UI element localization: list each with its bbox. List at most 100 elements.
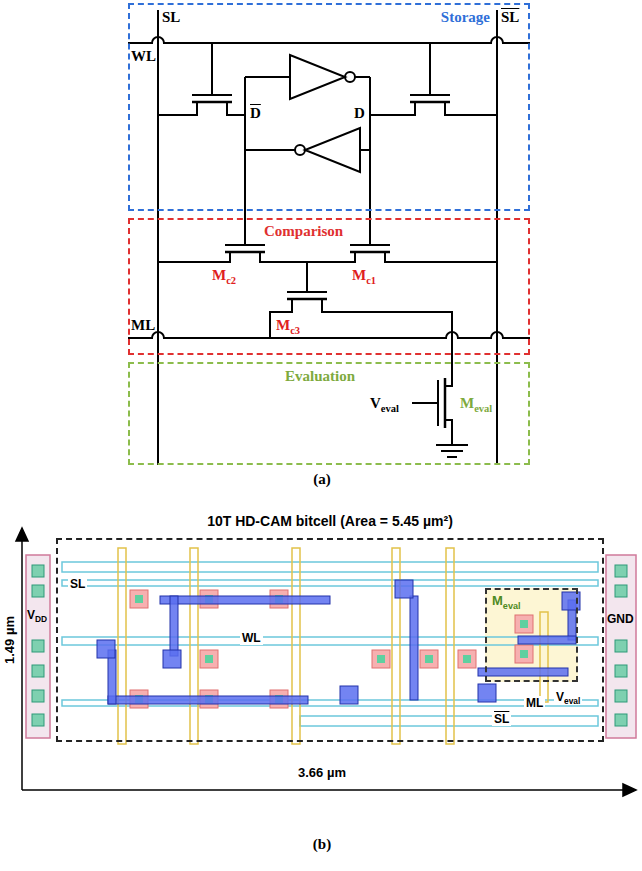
metal-path xyxy=(478,684,496,702)
diffusion-contact xyxy=(130,590,148,608)
metal-path xyxy=(108,696,308,704)
diffusion-contact xyxy=(205,655,213,663)
metal-path xyxy=(160,596,330,604)
metal-line xyxy=(62,562,598,726)
power-rail xyxy=(32,690,44,702)
storage-region: Storage xyxy=(128,3,530,211)
poly-gate xyxy=(118,548,548,744)
comparison-transistor xyxy=(307,252,355,262)
comparison-transistor xyxy=(225,244,265,246)
inverter-symbol xyxy=(345,72,355,82)
comparison-transistor xyxy=(260,252,307,262)
diffusion-contact xyxy=(463,655,471,663)
poly-gate xyxy=(540,612,548,702)
poly-gate xyxy=(292,548,300,744)
comparison-transistor xyxy=(287,291,327,293)
metal-path xyxy=(170,596,178,656)
inverter-symbol xyxy=(245,55,370,245)
metal-path xyxy=(518,636,576,644)
signal-name: WL xyxy=(131,47,156,65)
inverter-symbol xyxy=(360,149,370,151)
transistor-name: Mc3 xyxy=(276,316,300,334)
dimension-arrow xyxy=(22,789,626,791)
access-transistor xyxy=(429,43,431,95)
evaluation-transistor xyxy=(412,402,438,404)
schematic-wire xyxy=(496,10,498,465)
power-rail xyxy=(32,565,44,577)
transistor-name: Mc1 xyxy=(352,266,376,284)
poly-gate xyxy=(446,548,454,744)
diffusion-contact xyxy=(377,655,385,663)
power-rail xyxy=(32,665,44,677)
region-label: Storage xyxy=(441,8,490,26)
rail-name: VDD xyxy=(27,608,47,622)
inverter-symbol xyxy=(245,76,290,78)
signal-name: WL xyxy=(240,631,263,645)
diffusion-contact xyxy=(425,655,433,663)
power-rail xyxy=(615,565,627,577)
panel-label: (b) xyxy=(313,835,331,853)
access-transistor xyxy=(158,43,497,115)
diffusion-contact xyxy=(130,590,533,708)
power-rail xyxy=(615,665,627,677)
node-name: D xyxy=(250,104,261,122)
dimension-label: 3.66 µm xyxy=(298,765,346,781)
power-rail xyxy=(32,585,44,597)
transistor-name: Meval xyxy=(460,394,492,412)
metal-path xyxy=(97,580,580,704)
power-rail xyxy=(32,640,44,652)
access-transistor xyxy=(211,43,213,95)
schematic-wire xyxy=(157,10,159,465)
diffusion-contact xyxy=(520,650,528,658)
bitcell-outline: 10T HD-CAM bitcell (Area = 5.45 µm²)Meva… xyxy=(56,538,604,742)
dimension-arrow xyxy=(21,538,23,790)
signal-name: ML xyxy=(524,696,545,710)
power-rail xyxy=(26,555,50,738)
access-transistor xyxy=(158,102,197,115)
dimension-arrow xyxy=(16,528,28,541)
evaluation-transistor xyxy=(447,456,457,458)
signal-name: Veval xyxy=(554,690,582,704)
evaluation-transistor xyxy=(412,378,468,457)
access-transistor xyxy=(445,102,497,115)
meval-region: Meval xyxy=(485,588,578,682)
diffusion-contact xyxy=(515,645,533,663)
signal-name: ML xyxy=(131,316,155,334)
signal-name: SL xyxy=(492,712,511,726)
schematic-wire xyxy=(128,332,530,338)
panel-label: (a) xyxy=(313,470,331,488)
power-rail xyxy=(615,640,627,652)
evaluation-region: Evaluation xyxy=(128,362,530,465)
rail-name: GND xyxy=(607,612,634,626)
diffusion-contact xyxy=(372,650,390,668)
metal-path xyxy=(163,650,181,668)
comparison-transistor xyxy=(158,252,230,262)
metal-path xyxy=(410,596,418,700)
signal-name: SL xyxy=(68,577,87,591)
region-label: Comparison xyxy=(264,222,343,240)
diffusion-contact xyxy=(135,595,143,603)
access-transistor xyxy=(370,102,415,115)
metal-line xyxy=(62,562,598,572)
poly-gate xyxy=(118,548,126,744)
dimension-arrow xyxy=(16,528,636,796)
access-transistor xyxy=(227,102,245,115)
access-transistor xyxy=(192,94,232,96)
metal-path xyxy=(97,640,115,658)
diffusion-contact xyxy=(458,650,476,668)
power-rail xyxy=(615,714,627,726)
poly-gate xyxy=(190,548,198,744)
power-rail xyxy=(606,555,636,738)
signal-name: Veval xyxy=(370,394,399,412)
metal-path xyxy=(340,686,358,704)
inverter-symbol xyxy=(355,76,370,78)
comparison-transistor xyxy=(385,252,497,262)
power-rail xyxy=(615,690,627,702)
inverter-symbol xyxy=(245,149,295,151)
evaluation-transistor xyxy=(441,450,463,452)
poly-gate xyxy=(392,548,400,744)
region-label: Meval xyxy=(492,593,521,609)
metal-line xyxy=(300,716,598,726)
diffusion-contact xyxy=(520,620,528,628)
